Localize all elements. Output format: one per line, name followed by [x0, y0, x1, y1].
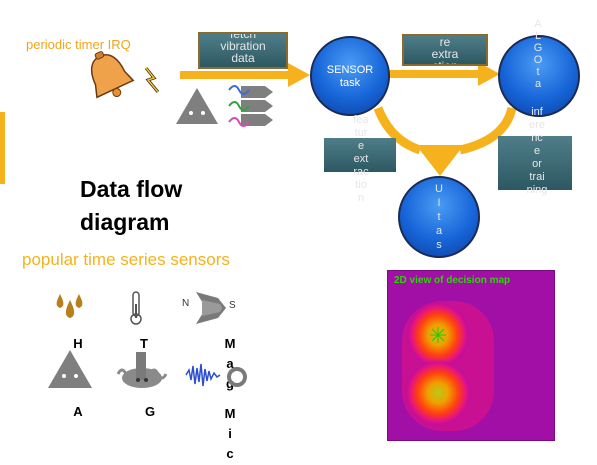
- vibration-waves-icon: [228, 85, 273, 127]
- inf-line-2: ere: [529, 119, 545, 131]
- decision-map-heat: [402, 301, 494, 431]
- mic-ch-1: M: [224, 406, 236, 421]
- ui-vertical-label: U I t a s: [432, 182, 446, 252]
- mic-ch-3: c: [226, 446, 234, 461]
- algo-ch-6: a: [534, 78, 542, 90]
- humidity-icon: [56, 294, 83, 318]
- algo-ch-3: G: [533, 42, 543, 54]
- feat-left-line-5: rac: [353, 166, 369, 178]
- feat-left-line-6: tio: [355, 179, 367, 191]
- inf-line-4: e: [533, 145, 541, 157]
- feature-extraction-box-left: [324, 138, 396, 172]
- algo-ch-2: L: [534, 30, 542, 42]
- humidity-label: H: [73, 336, 83, 351]
- algo-vertical-label: A L G O t a: [531, 18, 545, 90]
- feature-extraction-left-label: fea tur e ext rac tio n: [346, 114, 376, 205]
- fetch-vibration-data-box: fetch vibration data: [198, 32, 288, 69]
- ui-ch-3: t: [437, 211, 441, 223]
- inference-training-label: inf ere nc e or trai ning: [514, 106, 560, 197]
- arrowhead-algo: [478, 62, 500, 86]
- inf-line-7: ning: [526, 184, 548, 196]
- arrow-timer-to-sensor: [180, 71, 290, 79]
- ui-ch-4: a: [435, 225, 443, 237]
- inf-line-5: or: [532, 158, 542, 170]
- sensor-line-2: task: [339, 77, 361, 89]
- bell-icon: [90, 51, 160, 99]
- sensor-task-node: SENSOR task: [310, 36, 390, 116]
- map-center-marker: [430, 327, 446, 343]
- fetch-line-2: vibration: [220, 39, 266, 53]
- algo-task-node: [498, 35, 580, 117]
- mic-label: M i c: [222, 404, 238, 464]
- feat-left-line-4: ext: [353, 153, 369, 165]
- south-label: S: [229, 300, 236, 311]
- feat-top-line-4: ction: [432, 59, 458, 66]
- accelerometer-icon: [176, 88, 218, 124]
- sensor-line-1: SENSOR: [326, 64, 374, 76]
- ui-task-node: [398, 176, 480, 258]
- accelerometer-label: A: [73, 404, 83, 419]
- magnetometer-icon: [196, 292, 226, 324]
- mic-ch-2: i: [228, 426, 232, 441]
- inference-training-box: [498, 136, 572, 190]
- accent-bar: [0, 112, 5, 184]
- inf-line-6: trai: [529, 171, 545, 183]
- accelerometer-icon-lower: [48, 350, 92, 388]
- algo-ch-4: O: [533, 54, 543, 66]
- feat-left-line-7: n: [357, 192, 365, 204]
- arrow-sensor-to-algo: [388, 70, 480, 78]
- mag-ch-1: M: [224, 336, 236, 351]
- feat-left-line-1: fea: [353, 114, 369, 126]
- feat-top-line-2: re: [439, 35, 451, 49]
- inf-line-1: inf: [531, 106, 543, 118]
- sensors-subtitle: popular time series sensors: [22, 250, 230, 269]
- ui-ch-2: I: [437, 197, 441, 209]
- inf-line-3: nc: [531, 132, 543, 144]
- ui-ch-1: U: [435, 183, 443, 195]
- decision-map-title: 2D view of decision map: [394, 275, 511, 286]
- thermometer-icon: [130, 291, 142, 325]
- algo-ch-5: t: [536, 66, 540, 78]
- arrow-algo-to-ui: [458, 106, 517, 155]
- timer-irq-label: periodic timer IRQ: [26, 37, 131, 52]
- title-line-2: diagram: [80, 209, 170, 235]
- fetch-line-1: fetch: [229, 32, 256, 41]
- north-label: N: [182, 298, 190, 309]
- mic-waveform-icon: [184, 360, 222, 390]
- gyro-icon: [116, 352, 168, 388]
- arrowhead-ui: [416, 145, 464, 176]
- fetch-line-3: data: [231, 51, 255, 65]
- mic-icon: [227, 367, 247, 387]
- decision-map: 2D view of decision map: [387, 270, 555, 441]
- title-line-1: Data flow: [80, 176, 183, 202]
- ui-ch-5: s: [436, 239, 442, 251]
- feat-left-line-3: e: [357, 140, 365, 152]
- mag-ch-2: a: [226, 356, 234, 371]
- algo-ch-1: A: [534, 18, 542, 30]
- temperature-label: T: [140, 336, 148, 351]
- arrowhead-sensor: [288, 63, 310, 87]
- feat-top-line-3: extra: [431, 47, 459, 61]
- gyro-label: G: [144, 404, 156, 419]
- feat-left-line-2: tur: [354, 127, 368, 139]
- arrow-sensor-to-ui: [373, 106, 422, 155]
